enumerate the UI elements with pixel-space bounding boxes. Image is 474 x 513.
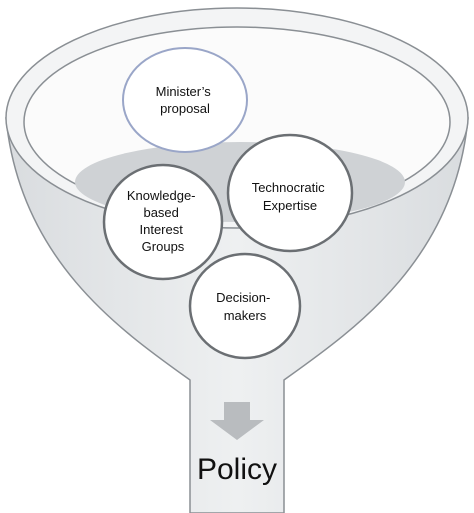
- circle-decision-line-2: makers: [224, 308, 267, 323]
- circle-knowledge-shape: [102, 163, 224, 281]
- down-arrow-icon: [210, 402, 264, 440]
- circle-minister-shape: [122, 47, 248, 153]
- policy-output-label: Policy: [197, 453, 277, 486]
- circle-technocratic-shape: [226, 133, 354, 253]
- circle-decision-label: Decision- makers: [216, 290, 274, 323]
- circle-technocratic-label: Technocratic Expertise: [252, 180, 329, 213]
- circle-technocratic-line-2: Expertise: [263, 198, 317, 213]
- circle-knowledge-label: Knowledge- based Interest Groups: [127, 188, 199, 254]
- circle-decision-makers: Decision- makers: [188, 252, 302, 360]
- circle-technocratic-expertise: Technocratic Expertise: [226, 133, 354, 253]
- circle-minister-proposal: Minister’s proposal: [122, 47, 248, 153]
- circle-knowledge-line-2: based: [143, 205, 178, 220]
- circle-technocratic-line-1: Technocratic: [252, 180, 325, 195]
- circle-decision-line-1: Decision-: [216, 290, 270, 305]
- circle-minister-line-2: proposal: [160, 101, 210, 116]
- circle-decision-shape: [188, 252, 302, 360]
- circle-minister-line-1: Minister’s: [156, 84, 212, 99]
- circle-knowledge-line-3: Interest: [140, 222, 184, 237]
- circle-minister-label: Minister’s proposal: [156, 84, 215, 116]
- circle-knowledge-line-1: Knowledge-: [127, 188, 196, 203]
- circle-knowledge-interest-groups: Knowledge- based Interest Groups: [102, 163, 224, 281]
- circle-knowledge-line-4: Groups: [142, 239, 185, 254]
